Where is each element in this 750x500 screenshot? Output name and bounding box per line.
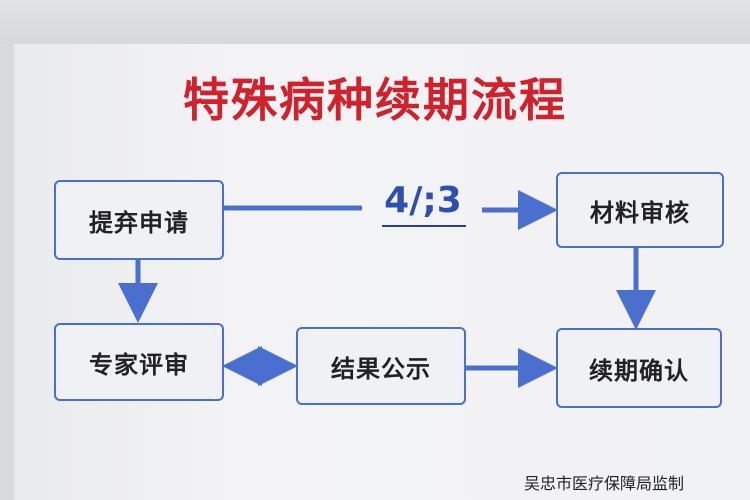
connector-label: 4/;3 (384, 180, 462, 221)
step-apply: 提弃申请 (54, 180, 224, 260)
footer-issuer: 吴忠市医疗保障局监制 (524, 474, 685, 493)
poster-title: 特殊病种续期流程 (183, 73, 567, 127)
step-publicize: 结果公示 (296, 327, 466, 405)
connector-underline (382, 225, 466, 227)
background-wall (0, 0, 750, 44)
step-review-materials: 材料审核 (556, 172, 724, 248)
step-expert-review: 专家评审 (54, 323, 224, 401)
step-confirm: 续期确认 (556, 328, 722, 408)
